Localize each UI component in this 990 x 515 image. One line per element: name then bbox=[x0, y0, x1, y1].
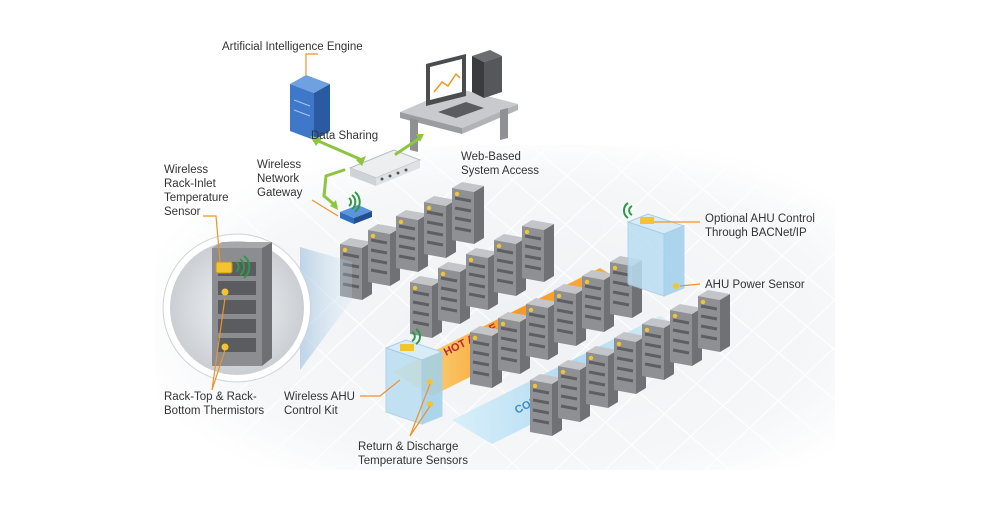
rack-sensor bbox=[468, 257, 474, 263]
label-ahu-kit: Wireless AHU Control Kit bbox=[284, 391, 355, 417]
data-links bbox=[314, 136, 422, 208]
server-rack bbox=[452, 182, 484, 244]
server-rack bbox=[582, 270, 614, 332]
return-sensor bbox=[427, 379, 433, 385]
server-rack bbox=[470, 326, 502, 388]
server-rack bbox=[410, 276, 442, 338]
magnifier-cone bbox=[300, 247, 352, 370]
label-rack-inlet: Wireless Rack-Inlet Temperature Sensor bbox=[164, 164, 229, 218]
rack-sensor bbox=[398, 219, 404, 225]
label-ai-engine: Artificial Intelligence Engine bbox=[222, 41, 363, 53]
rack-sensor bbox=[472, 335, 478, 341]
server-rack bbox=[396, 210, 428, 272]
rack-sensor bbox=[588, 355, 594, 361]
rack-sensor bbox=[644, 327, 650, 333]
ahu-bacnet-module bbox=[640, 217, 654, 224]
server-rack bbox=[558, 360, 590, 422]
rack-sensor bbox=[560, 369, 566, 375]
rack-sensor bbox=[342, 247, 348, 253]
rack-sensor bbox=[612, 265, 618, 271]
server-racks bbox=[340, 182, 730, 436]
workstation bbox=[400, 50, 518, 152]
network-switch bbox=[348, 149, 422, 186]
label-thermistors: Rack-Top & Rack- Bottom Thermistors bbox=[164, 391, 265, 417]
server-rack bbox=[586, 346, 618, 408]
server-rack bbox=[642, 318, 674, 380]
label-ahu-power: AHU Power Sensor bbox=[705, 279, 805, 291]
server-rack bbox=[424, 196, 456, 258]
server-rack bbox=[530, 374, 562, 436]
rack-sensor bbox=[370, 233, 376, 239]
rack-sensor bbox=[556, 293, 562, 299]
callout-lines bbox=[203, 53, 701, 437]
server-rack bbox=[698, 290, 730, 352]
server-rack bbox=[368, 224, 400, 286]
rack-sensor bbox=[440, 271, 446, 277]
thermistor-bottom bbox=[221, 343, 229, 351]
server-rack bbox=[498, 312, 530, 374]
rack-sensor bbox=[496, 243, 502, 249]
rack-inlet-sensor bbox=[215, 261, 233, 274]
ahu-unit-kit bbox=[384, 328, 444, 425]
zoomed-rack bbox=[212, 242, 272, 366]
thermistor-top bbox=[221, 288, 229, 296]
rack-sensor bbox=[672, 313, 678, 319]
server-rack bbox=[526, 298, 558, 360]
server-rack bbox=[554, 284, 586, 346]
ahu-control-kit-module bbox=[400, 344, 414, 351]
server-rack bbox=[670, 304, 702, 366]
rack-sensor bbox=[616, 341, 622, 347]
label-ahu-control: Optional AHU Control Through BACNet/IP bbox=[705, 213, 815, 239]
server-rack bbox=[466, 248, 498, 310]
rack-sensor bbox=[700, 299, 706, 305]
label-data-sharing: Data Sharing bbox=[311, 130, 379, 142]
discharge-sensor bbox=[427, 401, 433, 407]
label-gateway: Wireless Network Gateway bbox=[257, 159, 303, 199]
ahu-power-sensor bbox=[673, 283, 679, 289]
label-web-access: Web-Based System Access bbox=[461, 151, 539, 177]
rack-sensor bbox=[584, 279, 590, 285]
rack-sensor bbox=[500, 321, 506, 327]
wireless-gateway bbox=[340, 191, 372, 224]
rack-sensor bbox=[412, 285, 418, 291]
rack-sensor bbox=[532, 383, 538, 389]
rack-sensor bbox=[454, 191, 460, 197]
ai-engine-server bbox=[290, 75, 330, 140]
rack-sensor bbox=[426, 205, 432, 211]
rack-sensor bbox=[524, 229, 530, 235]
ahu-unit-main bbox=[622, 202, 686, 297]
server-rack bbox=[614, 332, 646, 394]
server-rack bbox=[522, 220, 554, 282]
server-rack bbox=[438, 262, 470, 324]
server-rack bbox=[494, 234, 526, 296]
rack-sensor bbox=[528, 307, 534, 313]
label-return-discharge: Return & Discharge Temperature Sensors bbox=[358, 441, 468, 467]
